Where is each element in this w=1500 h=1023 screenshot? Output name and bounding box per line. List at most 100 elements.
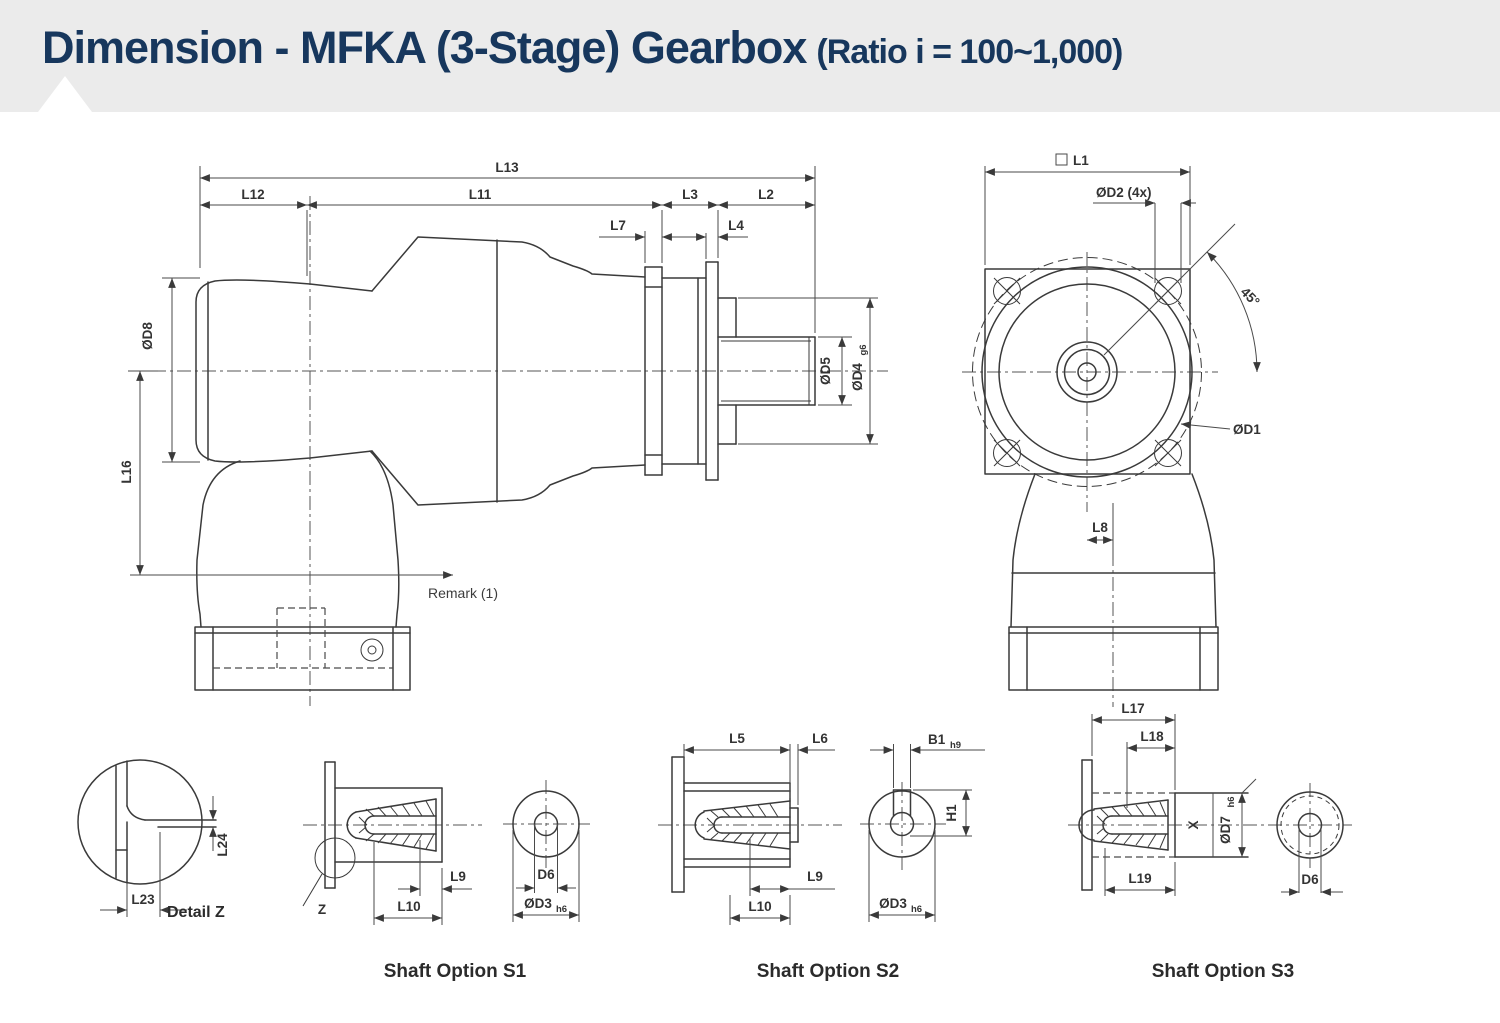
remark-note: Remark (1) (428, 585, 498, 601)
s2-d3-label: ØD3 (879, 896, 907, 911)
detail-z-drawing: L24 L23 Detail Z (78, 760, 230, 921)
s3-d7-tolerance: h6 (1226, 796, 1237, 807)
s2-l9-label: L9 (807, 869, 823, 884)
shaft-option-s1-drawing: Z L9 L10 D6 ØD3 h6 (303, 762, 590, 982)
s1-d3-tolerance: h6 (556, 904, 567, 915)
s1-dimensions: L9 L10 (374, 840, 472, 925)
s3-spline-serrations (1281, 796, 1339, 854)
dim-label-l24: L24 (215, 833, 230, 857)
clamp-ring (645, 267, 662, 475)
bell-mouth-outer-circle (982, 267, 1192, 477)
page-header: Dimension - MFKA (3-Stage) Gearbox(Ratio… (0, 0, 1500, 112)
dim-label-l11: L11 (469, 187, 492, 202)
dim-label-d2: ØD2 (4x) (1096, 185, 1152, 200)
s1-z-label: Z (318, 902, 326, 917)
s1-caption: Shaft Option S1 (384, 961, 527, 982)
lower-bell-right (370, 451, 399, 627)
detail-z-dimensions: L24 L23 (100, 796, 230, 917)
s2-l6-label: L6 (812, 731, 828, 746)
s3-x-depth-box: X ØD7 h6 (1175, 779, 1256, 857)
square-symbol-icon (1056, 154, 1067, 165)
bolt-holes (994, 278, 1182, 467)
s1-l9-label: L9 (450, 869, 466, 884)
dim-label-l12: L12 (241, 187, 264, 202)
s3-l17-label: L17 (1121, 701, 1144, 716)
header-notch-triangle (38, 76, 92, 112)
s2-caption: Shaft Option S2 (757, 961, 900, 982)
s2-b1-label: B1 (928, 732, 946, 747)
motor-bell-outline (196, 280, 372, 462)
s1-end-view: D6 ØD3 h6 (503, 780, 590, 922)
lower-bell-left (197, 461, 240, 627)
mounting-base (195, 608, 410, 690)
s3-x-label: X (1186, 820, 1201, 829)
shaft-circles (1057, 342, 1117, 402)
s3-l18-label: L18 (1140, 729, 1164, 744)
dim-label-d4-tolerance: g6 (858, 344, 869, 355)
dim-label-d4: ØD4 (850, 363, 865, 391)
dim-label-l13: L13 (495, 160, 519, 175)
dim-label-l7: L7 (610, 218, 626, 233)
s2-d3-tolerance: h6 (911, 904, 922, 915)
dim-label-d1: ØD1 (1233, 422, 1261, 437)
s2-end-view: B1 h9 H1 ØD3 h6 (860, 732, 985, 922)
front-view-drawing: L1 ØD2 (4x) 45° ØD1 L8 (962, 153, 1263, 707)
title-ratio-text: (Ratio i = 100~1,000) (816, 33, 1123, 71)
body-bottom-profile (372, 451, 645, 505)
dim-label-l16: L16 (119, 460, 134, 484)
front-base (1009, 627, 1218, 690)
dim-label-l4: L4 (728, 218, 744, 233)
s2-l5-label: L5 (729, 731, 745, 746)
s1-hub-body (335, 788, 442, 862)
square-flange (985, 269, 1190, 474)
dim-label-d5: ØD5 (818, 357, 833, 385)
s2-dimensions: L5 L6 L9 L10 (684, 731, 835, 925)
s3-tapered-bore-shaft (1079, 800, 1168, 850)
s1-d6-label: D6 (537, 867, 555, 882)
s1-tapered-bore-shaft (347, 799, 436, 851)
s1-l10-label: L10 (397, 899, 420, 914)
s1-d3-label: ØD3 (524, 896, 552, 911)
s3-flange-plate (1082, 760, 1092, 890)
s2-h1-label: H1 (944, 804, 959, 822)
bell-mouth-inner-circle (999, 284, 1175, 460)
detail-z-profile (116, 761, 216, 883)
s1-hatch-marks (359, 801, 434, 849)
dim-label-l1: L1 (1073, 153, 1089, 168)
dim-label-l3: L3 (682, 187, 698, 202)
title-text: Dimension - MFKA (3-Stage) Gearbox (42, 22, 807, 73)
shaft-option-s3-drawing: X ØD7 h6 L17 L18 L19 D6 (1068, 701, 1352, 982)
front-bell-right (1192, 474, 1216, 627)
s1-detail-z-callout: Z (303, 838, 355, 917)
body-top-profile (372, 237, 645, 291)
dim-label-l2: L2 (758, 187, 774, 202)
detail-z-circle (78, 760, 202, 884)
s2-l10-label: L10 (748, 899, 771, 914)
dim-label-l23: L23 (131, 892, 155, 907)
output-shaft (718, 337, 815, 405)
s3-caption: Shaft Option S3 (1152, 961, 1295, 982)
s3-end-view: D6 (1268, 783, 1352, 896)
s3-hub-hidden-outline (1092, 793, 1175, 857)
s3-d7-label: ØD7 (1218, 816, 1233, 844)
s2-tapered-bore-shaft (695, 801, 798, 849)
s3-dimensions: L17 L18 L19 (1092, 701, 1175, 896)
base-screw-icon (361, 639, 383, 661)
side-view-dimensions: L13 L12 L11 L3 L2 L7 L4 ØD8 (119, 160, 878, 601)
pilot-boss (718, 298, 736, 444)
front-view-dimensions: L1 ØD2 (4x) 45° ØD1 L8 (985, 153, 1263, 560)
s2-b1-tolerance: h9 (950, 740, 961, 751)
detail-z-caption: Detail Z (167, 904, 225, 921)
s1-flange-plate (325, 762, 335, 888)
bolt-circle (973, 258, 1202, 487)
side-view-drawing: L13 L12 L11 L3 L2 L7 L4 ØD8 (119, 160, 888, 706)
page-title: Dimension - MFKA (3-Stage) Gearbox(Ratio… (42, 22, 1123, 74)
s3-d6-label: D6 (1301, 872, 1319, 887)
dim-label-d8: ØD8 (140, 322, 155, 350)
s3-l19-label: L19 (1128, 871, 1151, 886)
dim-label-l8: L8 (1092, 520, 1108, 535)
s3-hatch-marks (1097, 802, 1166, 848)
dim-label-45deg: 45° (1238, 284, 1263, 309)
front-bell-left (1011, 474, 1035, 627)
